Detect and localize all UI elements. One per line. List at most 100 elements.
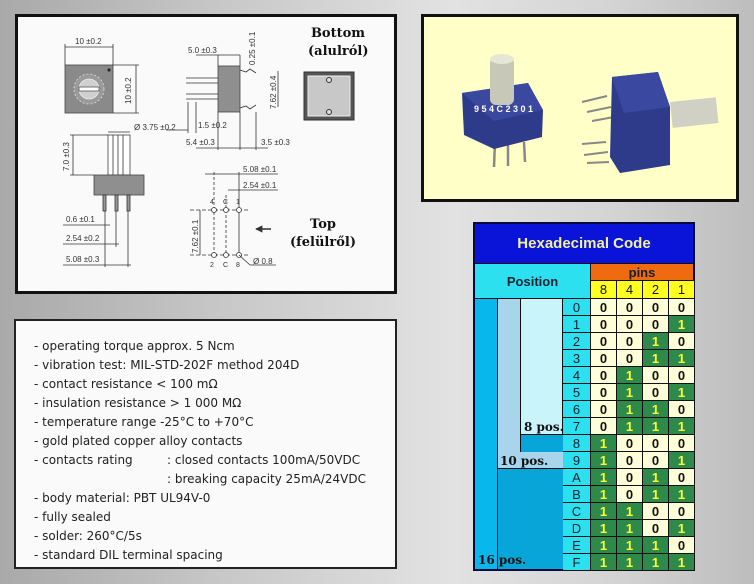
switch-photo-side <box>581 72 719 173</box>
pin-label-1: 1 <box>236 199 240 206</box>
bit-cell: 1 <box>591 554 617 571</box>
bit-cell: 1 <box>643 486 669 503</box>
spec-item: - contact resistance < 100 mΩ <box>34 377 218 391</box>
position-value: A <box>563 469 591 486</box>
product-photo-panel: 9 5 4 C 2 3 0 1 <box>421 14 739 202</box>
svg-text:9 5 4 C 2 3 0 1: 9 5 4 C 2 3 0 1 <box>474 104 533 114</box>
dimension-drawing-panel: 10 ±0.2 10 ±0.2 5.0 ±0.3 0.25 ±0.1 7.62 … <box>15 14 397 294</box>
band-16-pos <box>475 299 498 569</box>
bit-cell: 1 <box>643 401 669 418</box>
specifications-list: - operating torque approx. 5 Ncm - vibrat… <box>34 337 366 565</box>
bit-cell: 0 <box>669 537 695 554</box>
bit-cell: 0 <box>643 435 669 452</box>
dim-side-body: 5.0 ±0.3 <box>188 46 217 55</box>
band-8-pos <box>521 299 563 435</box>
bottom-sublabel: (alulról) <box>308 44 369 59</box>
position-value: E <box>563 537 591 554</box>
bit-cell: 1 <box>643 333 669 350</box>
bit-cell: 1 <box>591 469 617 486</box>
bit-cell: 0 <box>617 435 643 452</box>
bit-cell: 0 <box>617 350 643 367</box>
dim-lead-span: 7.62 ±0.4 <box>269 75 278 109</box>
spec-item: - temperature range -25°C to +70°C <box>34 415 254 429</box>
bit-cell: 0 <box>643 299 669 316</box>
pin-label-4: 4 <box>210 199 214 206</box>
bit-cell: 0 <box>591 401 617 418</box>
bit-cell: 0 <box>669 367 695 384</box>
position-value: 3 <box>563 350 591 367</box>
bit-cell: 0 <box>643 503 669 520</box>
bit-cell: 1 <box>617 520 643 537</box>
bottom-label: Bottom <box>310 26 366 41</box>
position-value: D <box>563 520 591 537</box>
bit-cell: 1 <box>591 486 617 503</box>
dim-pin-span: 5.08 ±0.3 <box>66 255 100 264</box>
bit-cell: 1 <box>617 418 643 435</box>
bit-cell: 1 <box>669 316 695 333</box>
spec-label: - contacts rating <box>34 453 133 467</box>
position-value: 0 <box>563 299 591 316</box>
pin-label-2: 2 <box>210 262 214 269</box>
position-value: 9 <box>563 452 591 469</box>
bit-cell: 1 <box>617 384 643 401</box>
pin-column-header: 8 <box>591 281 617 299</box>
group-label-16-pos: 16 pos. <box>478 553 527 567</box>
dim-hole-span: 5.08 ±0.1 <box>243 165 277 174</box>
spec-item: - operating torque approx. 5 Ncm <box>34 339 235 353</box>
bit-cell: 1 <box>669 520 695 537</box>
spec-item: - standard DIL terminal spacing <box>34 548 223 562</box>
bit-cell: 1 <box>669 452 695 469</box>
dim-height-top: 10 ±0.2 <box>124 77 133 104</box>
specifications-panel: - operating torque approx. 5 Ncm - vibrat… <box>14 319 397 569</box>
position-value: 2 <box>563 333 591 350</box>
top-sublabel: (felülről) <box>290 235 356 250</box>
dim-hole-diameter: Ø 0.8 <box>253 257 273 266</box>
pin-column-header: 1 <box>669 281 695 299</box>
position-value: 8 <box>563 435 591 452</box>
band-10-pos <box>498 299 521 469</box>
dim-pin-width: 0.6 ±0.1 <box>66 215 95 224</box>
bit-cell: 1 <box>643 537 669 554</box>
top-label: Top <box>310 217 336 232</box>
bit-cell: 0 <box>591 367 617 384</box>
group-label-10-pos: 10 pos. <box>500 454 549 468</box>
bit-cell: 1 <box>669 554 695 571</box>
dim-width-top: 10 ±0.2 <box>75 37 102 46</box>
pin-label-8: 8 <box>236 262 240 269</box>
position-value: 6 <box>563 401 591 418</box>
bit-cell: 1 <box>643 418 669 435</box>
bit-cell: 1 <box>591 503 617 520</box>
bit-cell: 0 <box>669 469 695 486</box>
spec-value: : breaking capacity 25mA/24VDC <box>167 472 366 486</box>
bit-cell: 1 <box>669 486 695 503</box>
position-value: B <box>563 486 591 503</box>
dim-side-depth: 5.4 ±0.3 <box>186 138 215 147</box>
spec-item: - contacts rating: closed contacts 100mA… <box>34 451 366 470</box>
product-photo: 9 5 4 C 2 3 0 1 <box>462 54 719 173</box>
top-view-label: Top (felülről) <box>288 216 358 252</box>
bit-cell: 0 <box>643 384 669 401</box>
position-value: 4 <box>563 367 591 384</box>
spec-item: : breaking capacity 25mA/24VDC <box>34 470 366 489</box>
bit-cell: 1 <box>643 469 669 486</box>
bit-cell: 0 <box>617 452 643 469</box>
spec-item: - vibration test: MIL-STD-202F method 20… <box>34 358 300 372</box>
bottom-view-label: Bottom (alulról) <box>308 25 369 61</box>
dimension-drawing: 10 ±0.2 10 ±0.2 5.0 ±0.3 0.25 ±0.1 7.62 … <box>62 31 355 269</box>
bit-cell: 1 <box>643 554 669 571</box>
position-header: Position <box>475 264 591 299</box>
spec-item: - solder: 260°C/5s <box>34 529 142 543</box>
bit-cell: 0 <box>669 401 695 418</box>
bit-cell: 0 <box>669 299 695 316</box>
bit-cell: 0 <box>669 333 695 350</box>
bit-cell: 0 <box>591 299 617 316</box>
pins-header: pins <box>591 264 693 281</box>
dim-shaft-height: 7.0 ±0.3 <box>62 142 71 171</box>
bit-cell: 0 <box>617 299 643 316</box>
bit-cell: 0 <box>591 333 617 350</box>
bit-cell: 1 <box>591 537 617 554</box>
pin-column-header: 4 <box>617 281 643 299</box>
spec-item: - fully sealed <box>34 510 111 524</box>
position-value: F <box>563 554 591 571</box>
